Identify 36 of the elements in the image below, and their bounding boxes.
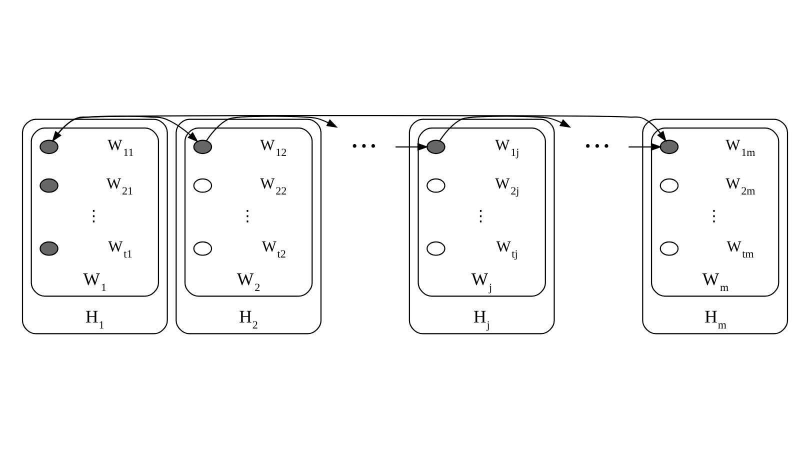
node-label: W$_{tj}$: [496, 238, 518, 260]
arrow: [439, 115, 572, 140]
label: ⋮: [472, 206, 488, 225]
node-circle: [193, 240, 212, 256]
node-circle: [426, 240, 446, 256]
node-circle: [660, 240, 679, 256]
node-label: W$_{2j}$: [495, 175, 520, 198]
label: ⋮: [86, 206, 102, 225]
node-circle: [193, 178, 212, 192]
node-circle: [40, 240, 58, 256]
arrow: [52, 114, 667, 142]
node-circle: [426, 139, 446, 154]
node-label: W$_{12}$: [260, 136, 287, 158]
node-label: W$_{tm}$: [726, 238, 754, 260]
node-label: W$_{22}$: [260, 175, 287, 198]
label: ⋮: [706, 206, 722, 225]
node-circle: [426, 178, 446, 192]
node-label: W$_{1m}$: [726, 136, 756, 158]
node-label: W$_{21}$: [106, 175, 134, 198]
node-circle: [660, 178, 679, 192]
node-label: W$_{t2}$: [262, 238, 286, 260]
node-text: • • •: [352, 137, 376, 154]
node-label: W$_{2m}$: [726, 175, 756, 198]
arrow: [52, 115, 198, 142]
node-circle: [40, 178, 58, 192]
node-text: • • •: [585, 137, 610, 154]
node-circle: [193, 139, 212, 154]
arrow: [206, 115, 338, 140]
arrow: [628, 142, 662, 150]
label: ⋮: [240, 206, 256, 225]
node-label: W$_{11}$: [108, 136, 134, 158]
node-circle: [660, 139, 679, 154]
node-circle: [40, 139, 58, 154]
arrow: [396, 142, 428, 150]
node-label: W$_{1j}$: [495, 136, 520, 158]
node-label: W$_{t1}$: [108, 238, 132, 260]
